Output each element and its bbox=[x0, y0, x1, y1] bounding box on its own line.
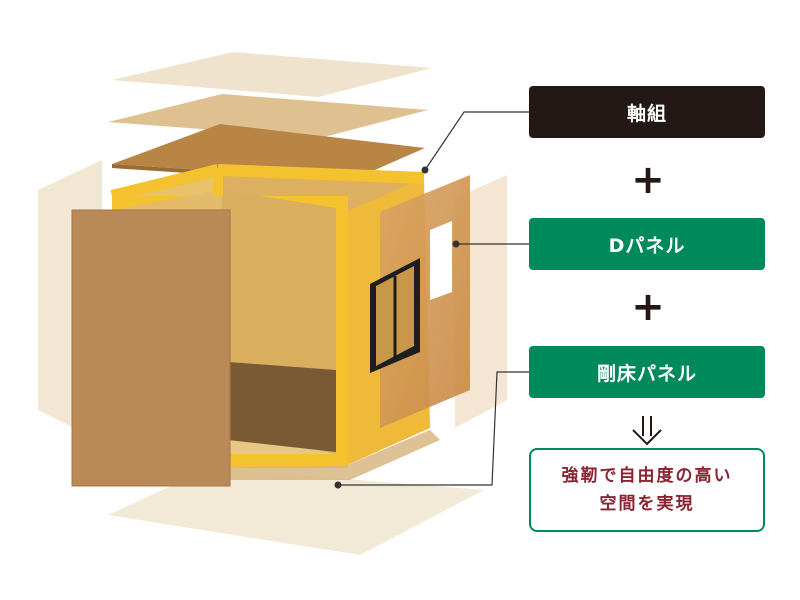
result-line-1: 強靭で自由度の高い bbox=[561, 466, 733, 486]
result-line-2: 空間を実現 bbox=[599, 494, 695, 514]
floor-panel-label: 剛床パネル bbox=[596, 362, 697, 385]
d-panel-label: Dパネル bbox=[608, 234, 686, 257]
roof-layer-middle bbox=[108, 94, 428, 138]
d-panel-label-box: Dパネル bbox=[529, 218, 765, 270]
front-wall-panel bbox=[71, 209, 231, 487]
right-wall-d-panel bbox=[370, 175, 470, 428]
roof-layer-top bbox=[112, 52, 432, 97]
plus-symbol: + bbox=[631, 284, 665, 330]
frame-label: 軸組 bbox=[626, 102, 667, 125]
frame-label-box: 軸組 bbox=[529, 86, 765, 138]
result-box: 強靭で自由度の高い 空間を実現 bbox=[529, 448, 765, 532]
double-down-arrow-icon bbox=[632, 416, 662, 446]
leader-lines bbox=[338, 111, 529, 486]
bottom-plate bbox=[108, 468, 484, 555]
floor-panel-label-box: 剛床パネル bbox=[529, 346, 765, 398]
plus-symbol: + bbox=[631, 157, 665, 203]
leader-dots bbox=[334, 166, 460, 489]
